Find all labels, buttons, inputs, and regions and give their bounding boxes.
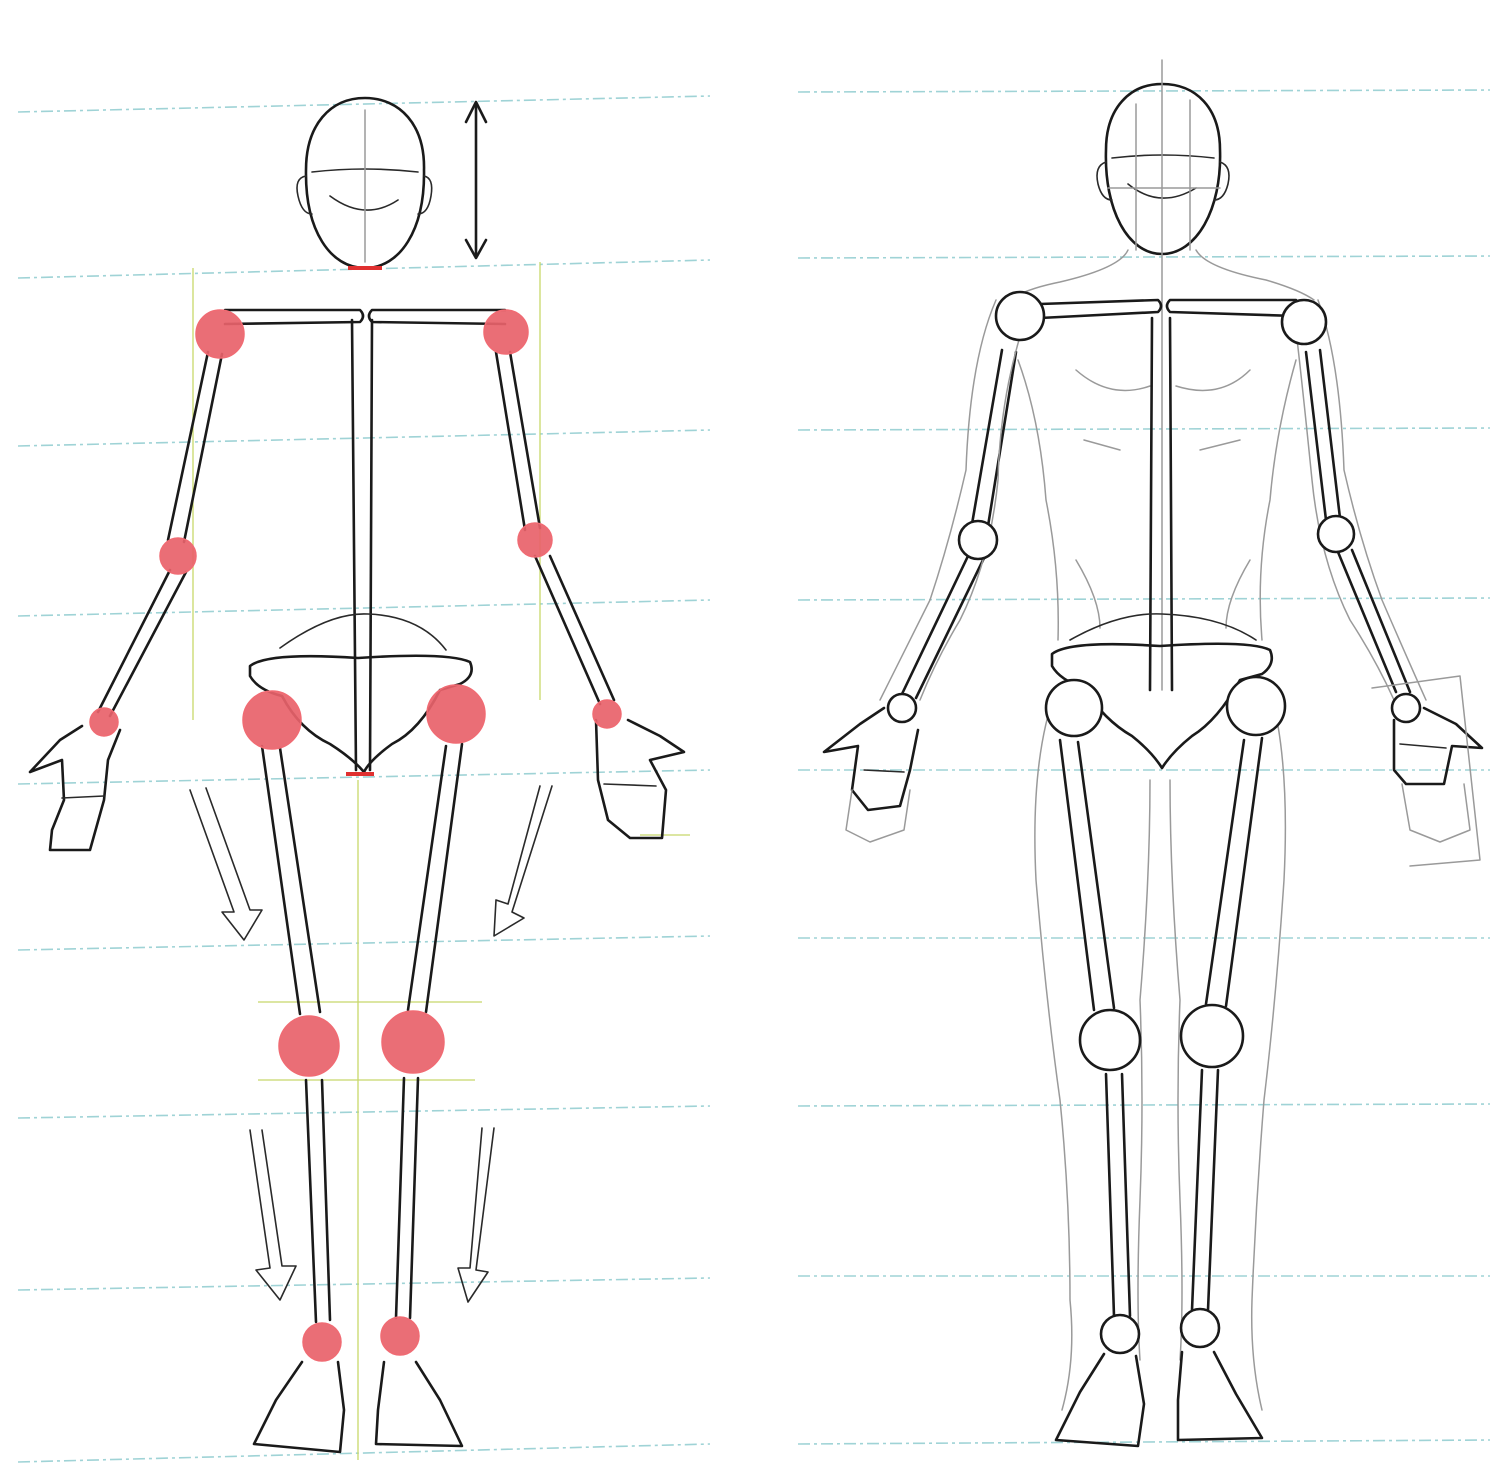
shoulder-joint-left: [196, 310, 244, 358]
down-arrow-icon: [190, 788, 262, 940]
ankle-joint-right: [1181, 1309, 1219, 1347]
spine: [352, 320, 372, 770]
left-upper-arm: [168, 352, 222, 542]
right-shin: [1192, 1070, 1218, 1310]
hip-joint-right: [1227, 677, 1285, 735]
elbow-joint-right: [1318, 516, 1354, 552]
right-forearm: [535, 556, 614, 704]
down-arrow-icon: [458, 1128, 494, 1302]
ruled-line: [798, 90, 1490, 92]
right-hand: [1372, 676, 1482, 866]
wrist-joint-right: [593, 700, 621, 728]
ruled-line: [798, 1440, 1490, 1444]
ankle-joint-right: [381, 1317, 419, 1355]
knee-joint-left: [279, 1016, 339, 1076]
proportion-guides: [193, 262, 690, 1460]
hip-joint-left: [243, 691, 301, 749]
shoulder-joint-left: [996, 292, 1044, 340]
right-foot: [1178, 1352, 1262, 1440]
ankle-joint-left: [1101, 1315, 1139, 1353]
shoulder-joint-right: [484, 310, 528, 354]
left-thigh: [1060, 740, 1114, 1010]
left-skeleton-figure: [30, 98, 690, 1460]
left-foot: [254, 1362, 344, 1452]
ruled-line: [798, 598, 1490, 600]
ruled-line: [18, 430, 710, 446]
knee-joint-left: [1080, 1010, 1140, 1070]
wrist-joint-left: [888, 694, 916, 722]
left-foot: [1056, 1354, 1144, 1446]
spine: [1150, 318, 1172, 690]
ruled-lines: [18, 90, 1490, 1462]
right-forearm: [1338, 550, 1410, 692]
left-forearm: [98, 570, 186, 716]
red-joints: [90, 310, 621, 1361]
elbow-joint-right: [518, 523, 552, 557]
shoulder-bar: [1040, 300, 1296, 318]
down-arrow-icon: [250, 1130, 296, 1300]
right-thigh: [408, 744, 462, 1012]
left-thigh: [262, 746, 320, 1014]
shoulder-joint-right: [1282, 300, 1326, 344]
right-hand: [596, 720, 684, 838]
left-forearm: [902, 556, 984, 698]
ruled-line: [798, 1104, 1490, 1106]
wrist-joint-left: [90, 708, 118, 736]
shoulder-bar: [225, 310, 505, 324]
ankle-joint-left: [303, 1323, 341, 1361]
ruled-line: [18, 1444, 710, 1462]
knee-joint-right: [382, 1011, 444, 1073]
left-hand: [30, 726, 120, 850]
hip-joint-left: [1046, 680, 1102, 736]
left-hand: [824, 708, 918, 842]
double-headed-arrow-icon: [466, 102, 486, 258]
hip-joint-right: [427, 685, 485, 743]
ruled-line: [18, 1278, 710, 1290]
down-arrow-icon: [494, 786, 552, 936]
wrist-joint-right: [1392, 694, 1420, 722]
elbow-joint-left: [959, 521, 997, 559]
right-body-figure: [824, 60, 1482, 1446]
ruled-line: [18, 936, 710, 950]
right-foot: [376, 1362, 462, 1446]
outlined-joints: [888, 292, 1420, 1353]
ruled-line: [798, 256, 1490, 258]
right-upper-arm: [1306, 350, 1340, 520]
left-shin: [306, 1080, 330, 1322]
right-thigh: [1206, 738, 1262, 1006]
head: [297, 98, 432, 268]
left-shin: [1106, 1074, 1130, 1316]
ruled-line: [18, 1106, 710, 1118]
right-upper-arm: [496, 352, 540, 530]
knee-joint-right: [1181, 1005, 1243, 1067]
elbow-joint-left: [160, 538, 196, 574]
ruled-line: [798, 428, 1490, 430]
torso-outline: [1004, 250, 1314, 640]
head: [1097, 60, 1229, 690]
right-shin: [396, 1078, 418, 1318]
